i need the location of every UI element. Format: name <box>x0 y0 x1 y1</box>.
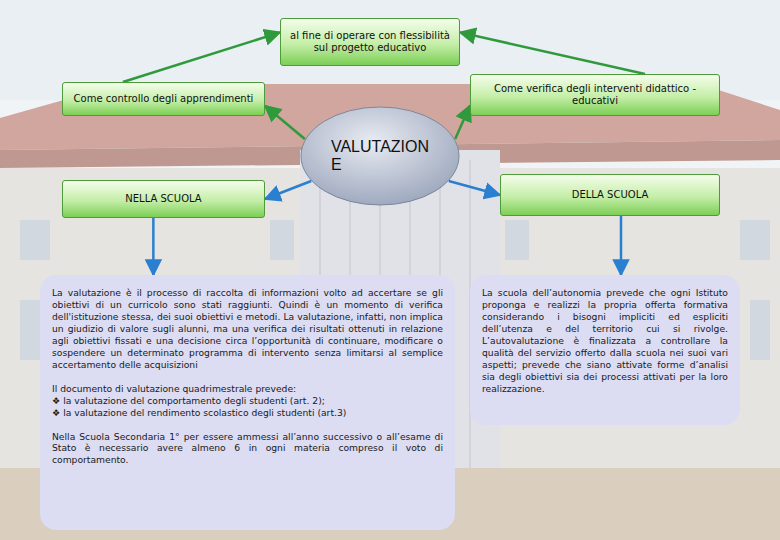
arrow-connector <box>460 32 645 74</box>
body-text: ❖ la valutazione del comportamento degli… <box>52 395 443 407</box>
arrow-connector <box>123 32 280 82</box>
central-ellipse: VALUTAZION E <box>300 106 460 206</box>
category-box: NELLA SCUOLA <box>62 180 265 218</box>
box-label: DELLA SCUOLA <box>572 189 649 202</box>
body-text: La scuola dell’autonomia prevede che ogn… <box>482 287 728 395</box>
body-text: Il documento di valutazione quadrimestra… <box>52 383 443 395</box>
goal-box: al fine di operare con flessibilità sul … <box>280 18 460 66</box>
box-label: NELLA SCUOLA <box>125 193 201 206</box>
box-label: al fine di operare con flessibilità sul … <box>289 30 451 55</box>
arrow-connector <box>265 106 305 139</box>
arrow-connector <box>449 181 500 195</box>
purpose-box: Come controllo degli apprendimenti <box>62 82 265 116</box>
body-text: ❖ la valutazione del rendimento scolasti… <box>52 407 443 419</box>
arrow-connector <box>620 216 623 275</box>
description-panel: La valutazione è il processo di raccolta… <box>40 275 455 530</box>
arrow-connector <box>455 106 470 140</box>
description-panel: La scuola dell’autonomia prevede che ogn… <box>470 275 740 425</box>
box-label: VALUTAZION E <box>331 138 429 175</box>
arrow-connector <box>265 181 311 199</box>
category-box: DELLA SCUOLA <box>500 174 720 216</box>
body-text: Nella Scuola Secondaria 1° per essere am… <box>52 431 443 467</box>
purpose-box: Come verifica degli interventi didattico… <box>470 74 720 116</box>
ellipse-outline <box>300 106 460 206</box>
body-text: La valutazione è il processo di raccolta… <box>52 287 443 371</box>
box-label: Come controllo degli apprendimenti <box>74 93 254 106</box>
arrow-connector <box>152 218 155 275</box>
box-label: Come verifica degli interventi didattico… <box>479 83 711 108</box>
